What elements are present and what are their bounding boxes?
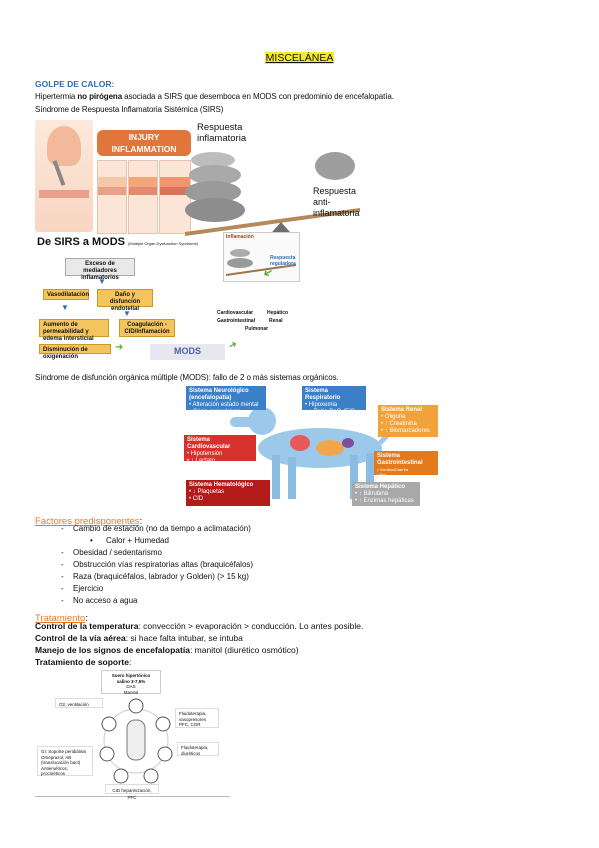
tratamiento-line-2: Control de la vía aérea: si hace falta i… bbox=[35, 633, 243, 643]
tratamiento-line-1: Control de la temperatura: convección > … bbox=[35, 621, 364, 631]
tratamiento-line-4: Tratamiento de soporte: bbox=[35, 657, 132, 667]
aumento-permeabilidad-box: Aumento de permeabilidad y edema interst… bbox=[39, 319, 109, 342]
mods-dog-figure: Sistema Neurológico (encefalopatía) • Al… bbox=[182, 385, 440, 508]
mods-box: MODS bbox=[150, 344, 225, 360]
top-label-box: Suero hipertónico salino 3-7,5% DAS Mani… bbox=[101, 670, 161, 695]
disminucion-oxigenacion-box: Disminución de oxigenación bbox=[39, 344, 111, 360]
arrow-down-icon: ▼ bbox=[98, 277, 106, 286]
dog-anatomy-illustration bbox=[230, 406, 409, 499]
coagulacion-box: Coagulación - CID/Inflamación bbox=[119, 319, 175, 337]
body-organs-illustration bbox=[99, 698, 173, 784]
hand-illustration bbox=[35, 120, 93, 232]
sirs-to-mods-figure: De SIRS a MODS (Multiple Organ Dysfuncti… bbox=[35, 232, 300, 364]
gi-label: GI: Soporte peridiálisis Omeprazol, AB (… bbox=[37, 746, 93, 776]
list-item: Cambio de estación (no da tiempo a aclim… bbox=[73, 524, 251, 533]
hand-icon bbox=[47, 126, 81, 166]
sirs-line: Síndrome de Respuesta Inflamatoria Sisté… bbox=[35, 105, 224, 114]
arrow-down-icon: ▼ bbox=[61, 303, 69, 312]
bullet-icon: • bbox=[90, 536, 93, 545]
hepatic-system-box: Sistema Hepático • ↑ Bilirubina • ↑ Enzi… bbox=[352, 482, 420, 506]
respuesta-antiinflamatoria-label: Respuesta anti-inflamatoria bbox=[313, 186, 360, 218]
o2-label: O2, ventilación bbox=[55, 698, 103, 708]
list-item: Calor + Humedad bbox=[106, 536, 169, 545]
arrow-right-icon: ➜ bbox=[115, 342, 124, 353]
list-item: Obesidad / sedentarismo bbox=[73, 548, 162, 557]
exceso-mediadores-box: Exceso de mediadores inflamatorios bbox=[65, 258, 135, 281]
list-item: Raza (braquicéfalos, labrador y Golden) … bbox=[73, 572, 249, 581]
injury-inflammation-banner: INJURY INFLAMMATION bbox=[97, 130, 191, 156]
arrow-icon: ➜ bbox=[226, 338, 240, 353]
organ-list: Cardiovascular Hepático Gastrointestinal… bbox=[217, 310, 289, 332]
respiratory-system-box: Sistema Respiratorio • Hipoxemia • ↓ Rat… bbox=[302, 386, 366, 415]
page-title: MISCELÁNEA bbox=[264, 52, 335, 64]
skin-panel-3 bbox=[159, 160, 191, 234]
respuesta-inflamatoria-label: Respuesta inflamatoria bbox=[197, 122, 247, 144]
hematologic-system-box: Sistema Hematológico • ↓ Plaquetas • CID bbox=[186, 480, 270, 506]
list-item: No acceso a agua bbox=[73, 596, 138, 605]
mods-definition: Síndrome de disfunción orgánica múltiple… bbox=[35, 373, 339, 382]
vasodilatacion-box: Vasodilatación bbox=[43, 289, 89, 300]
skin-panel-1 bbox=[97, 160, 127, 234]
factores-heading: Factores predisponentes: bbox=[35, 516, 143, 527]
fluido-label: Fluidoterapia, vasopresores PFC, CGR bbox=[175, 708, 219, 728]
arrow-down-icon: ▼ bbox=[123, 309, 131, 318]
list-item: Obstrucción vías respiratorias altas (br… bbox=[73, 560, 254, 569]
treatment-figure: Suero hipertónico salino 3-7,5% DAS Mani… bbox=[35, 670, 230, 800]
gi-system-box: Sistema Gastrointestinal • Vómitos/Diarr… bbox=[374, 451, 438, 477]
intro-line: Hipertermia no pirógena asociada a SIRS … bbox=[35, 92, 394, 101]
dano-endotelial-box: Daño y disfunción endotelial bbox=[97, 289, 153, 312]
renal-system-box: Sistema Renal • Oliguria • ↑ Creatinina … bbox=[378, 405, 438, 437]
section-heading-golpe-calor: GOLPE DE CALOR: bbox=[35, 79, 115, 89]
cardiovascular-system-box: Sistema Cardiovascular • Hipotensión • ↑… bbox=[184, 435, 256, 464]
list-item: Ejercicio bbox=[73, 584, 104, 593]
tratamiento-line-3: Manejo de los signos de encefalopatía: m… bbox=[35, 645, 299, 655]
cid-label: CID heparinización, PFC bbox=[105, 784, 159, 800]
neuro-system-box: Sistema Neurológico (encefalopatía) • Al… bbox=[186, 386, 266, 415]
sirs-mods-title: De SIRS a MODS (Multiple Organ Dysfuncti… bbox=[37, 236, 199, 248]
tratamiento-heading: Tratamiento: bbox=[35, 613, 88, 624]
sirs-figure: INJURY INFLAMMATION Respuesta inflamator… bbox=[35, 120, 360, 240]
skin-panel-2 bbox=[128, 160, 158, 234]
mini-balance-illustration: Inflamación Respuesta reguladora bbox=[223, 232, 300, 282]
fluido-diureticos-label: Fluidoterapia, diuréticos bbox=[177, 742, 219, 756]
